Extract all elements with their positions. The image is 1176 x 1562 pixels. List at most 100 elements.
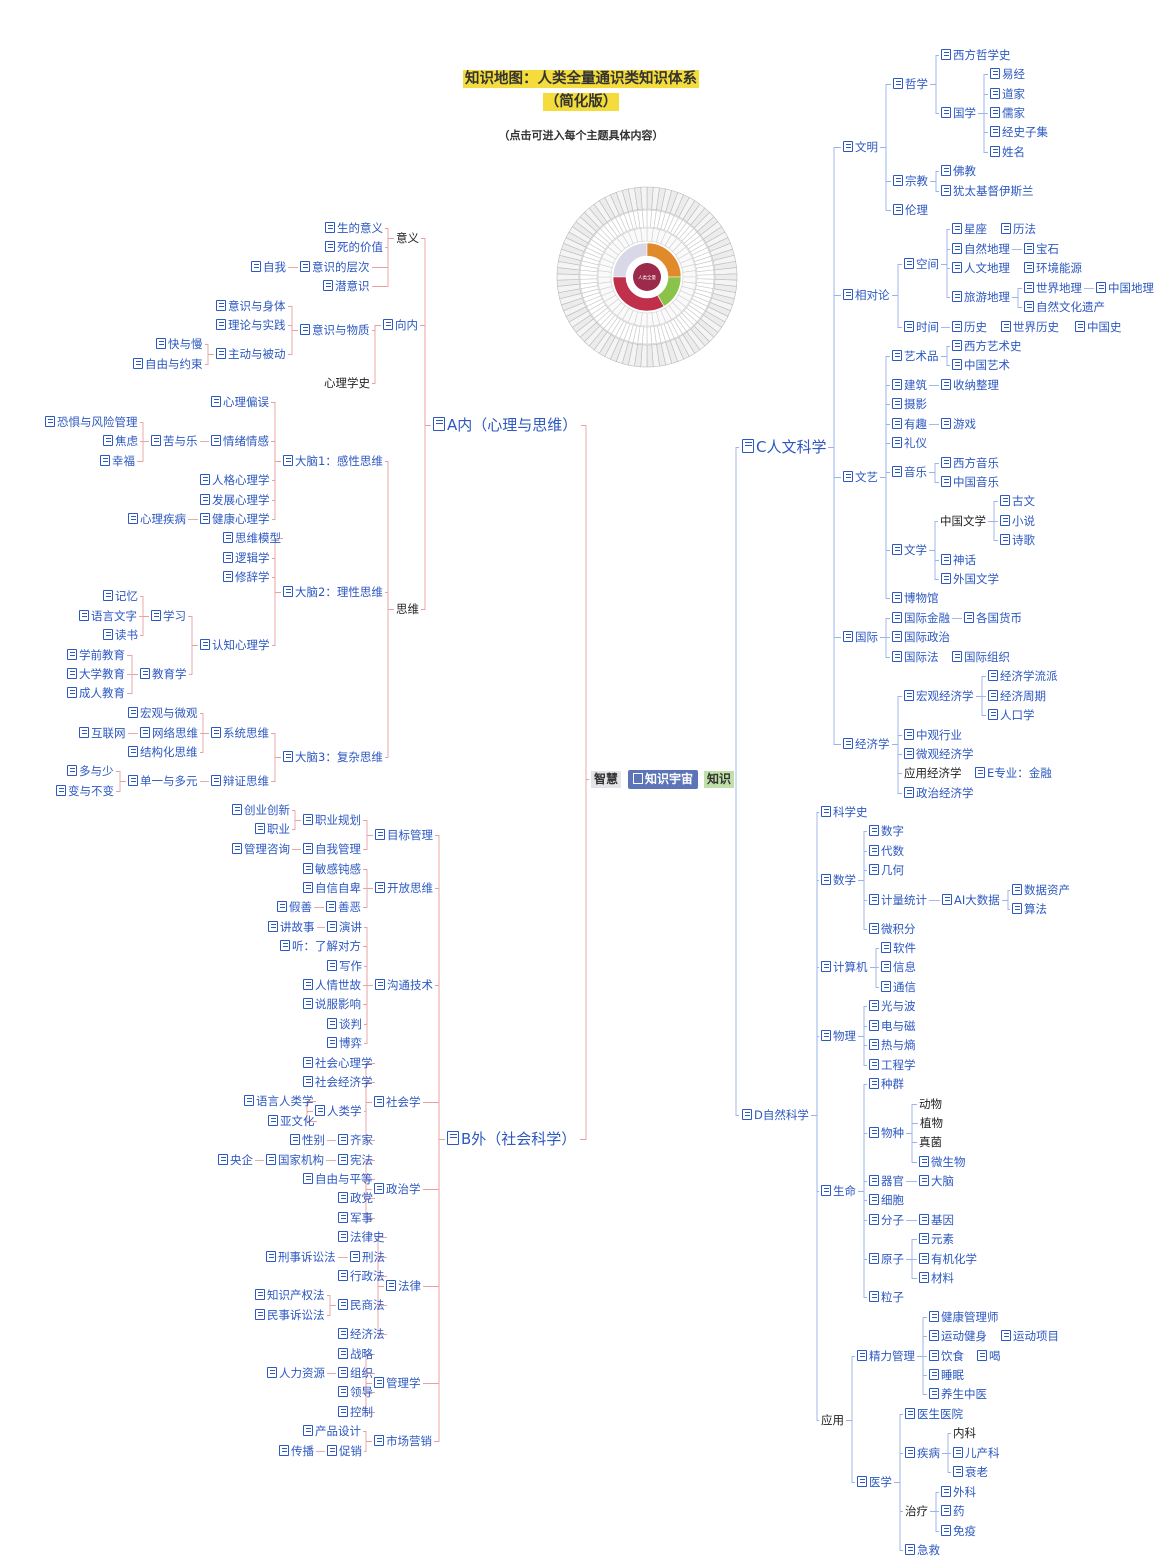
- topic-node[interactable]: 数字: [869, 824, 904, 839]
- topic-node[interactable]: 潜意识: [323, 279, 370, 294]
- topic-node[interactable]: 幸福: [100, 454, 135, 469]
- topic-node[interactable]: 疾病: [905, 1446, 940, 1461]
- topic-node[interactable]: 光与波: [869, 999, 916, 1014]
- topic-node[interactable]: 讲故事: [268, 920, 315, 935]
- topic-node[interactable]: 中国艺术: [952, 358, 1010, 373]
- topic-node[interactable]: 宏观经济学: [904, 689, 974, 704]
- topic-node[interactable]: 变与不变: [56, 784, 114, 799]
- topic-node[interactable]: 向内: [383, 318, 418, 333]
- topic-node[interactable]: 西方艺术史: [952, 339, 1022, 354]
- topic-node[interactable]: 自信自卑: [303, 881, 361, 896]
- topic-node[interactable]: 写作: [327, 959, 362, 974]
- topic-node[interactable]: 读书: [103, 628, 138, 643]
- topic-node[interactable]: 意识的层次: [300, 260, 370, 275]
- topic-node[interactable]: 情绪情感: [211, 434, 269, 449]
- topic-node[interactable]: 医生医院: [905, 1407, 963, 1422]
- topic-node[interactable]: 听：了解对方: [280, 939, 361, 954]
- topic-node[interactable]: 创业创新: [232, 803, 290, 818]
- topic-node[interactable]: 生的意义: [325, 221, 383, 236]
- topic-node[interactable]: 材料: [919, 1271, 954, 1286]
- topic-node[interactable]: 大学教育: [67, 667, 125, 682]
- topic-node[interactable]: 人情世故: [303, 978, 361, 993]
- topic-node[interactable]: 刑事诉讼法: [266, 1250, 336, 1265]
- topic-node[interactable]: 演讲: [327, 920, 362, 935]
- topic-node[interactable]: 分子: [869, 1213, 904, 1228]
- topic-node[interactable]: 亚文化: [268, 1114, 315, 1129]
- topic-node[interactable]: 组织: [338, 1366, 373, 1381]
- topic-node[interactable]: 恐惧与风险管理: [45, 415, 138, 430]
- topic-node[interactable]: 喝: [977, 1349, 1001, 1364]
- topic-node[interactable]: 军事: [338, 1211, 373, 1226]
- topic-node[interactable]: 神话: [941, 553, 976, 568]
- topic-node[interactable]: 生命: [821, 1184, 856, 1199]
- topic-node[interactable]: 自由与约束: [133, 357, 203, 372]
- topic-node[interactable]: 计算机: [821, 960, 868, 975]
- topic-node[interactable]: 西方哲学史: [941, 48, 1011, 63]
- topic-node[interactable]: 国家机构: [266, 1153, 324, 1168]
- topic-node[interactable]: 工程学: [869, 1058, 916, 1073]
- topic-node[interactable]: 旅游地理: [952, 290, 1010, 305]
- topic-node[interactable]: 历史: [952, 320, 987, 335]
- topic-node[interactable]: 领导: [338, 1385, 373, 1400]
- topic-node[interactable]: 社会心理学: [303, 1056, 373, 1071]
- topic-node[interactable]: 多与少: [67, 764, 114, 779]
- topic-node[interactable]: 传播: [279, 1444, 314, 1459]
- topic-node[interactable]: 微观经济学: [904, 747, 974, 762]
- topic-node[interactable]: 国学: [941, 106, 976, 121]
- topic-node[interactable]: 思维模型: [223, 531, 281, 546]
- right-root-knowledge[interactable]: 知识: [704, 771, 735, 788]
- topic-node[interactable]: 管理学: [374, 1376, 421, 1391]
- topic-node[interactable]: 逻辑学: [223, 551, 270, 566]
- topic-node[interactable]: 精力管理: [857, 1349, 915, 1364]
- topic-node[interactable]: 健康心理学: [200, 512, 270, 527]
- topic-node[interactable]: 中国音乐: [941, 475, 999, 490]
- topic-node[interactable]: 世界历史: [1001, 320, 1059, 335]
- topic-node[interactable]: 科学史: [821, 805, 868, 820]
- topic-node[interactable]: 各国货币: [964, 611, 1022, 626]
- topic-node[interactable]: 中国史: [1075, 320, 1122, 335]
- topic-node[interactable]: 社会学: [374, 1095, 421, 1110]
- topic-node[interactable]: 结构化思维: [128, 745, 198, 760]
- topic-node[interactable]: 博物馆: [892, 591, 939, 606]
- topic-node[interactable]: 快与慢: [156, 337, 203, 352]
- topic-node[interactable]: 说服影响: [303, 997, 361, 1012]
- topic-node[interactable]: 经济周期: [988, 689, 1046, 704]
- topic-node[interactable]: 人格心理学: [200, 473, 270, 488]
- topic-node[interactable]: 星座: [952, 222, 987, 237]
- topic-node[interactable]: 自然地理: [952, 242, 1010, 257]
- topic-node[interactable]: 经济学: [843, 737, 890, 752]
- topic-node[interactable]: 通信: [881, 980, 916, 995]
- topic-node[interactable]: 基因: [919, 1213, 954, 1228]
- topic-node[interactable]: 法律史: [338, 1230, 385, 1245]
- topic-node[interactable]: 姓名: [990, 145, 1025, 160]
- topic-node[interactable]: 免疫: [941, 1524, 976, 1539]
- topic-node[interactable]: 刑法: [350, 1250, 385, 1265]
- topic-node[interactable]: 电与磁: [869, 1019, 916, 1034]
- topic-node[interactable]: 修辞学: [223, 570, 270, 585]
- topic-node[interactable]: 道家: [990, 87, 1025, 102]
- topic-node[interactable]: 学习: [151, 609, 186, 624]
- topic-node[interactable]: 大脑1：感性思维: [283, 454, 383, 469]
- topic-node[interactable]: 网络思维: [140, 726, 198, 741]
- topic-node[interactable]: 发展心理学: [200, 493, 270, 508]
- topic-node[interactable]: C人文科学: [742, 438, 826, 457]
- topic-node[interactable]: 政治学: [374, 1182, 421, 1197]
- topic-node[interactable]: 经济法: [338, 1327, 385, 1342]
- topic-node[interactable]: 养生中医: [929, 1387, 987, 1402]
- topic-node[interactable]: 单一与多元: [128, 774, 198, 789]
- topic-node[interactable]: 算法: [1012, 902, 1047, 917]
- topic-node[interactable]: 文明: [843, 140, 878, 155]
- topic-node[interactable]: 齐家: [338, 1133, 373, 1148]
- topic-node[interactable]: 衰老: [953, 1465, 988, 1480]
- topic-node[interactable]: 宝石: [1024, 242, 1059, 257]
- topic-node[interactable]: 数学: [821, 873, 856, 888]
- topic-node[interactable]: 大脑: [919, 1174, 954, 1189]
- topic-node[interactable]: 文艺: [843, 470, 878, 485]
- topic-node[interactable]: 自由与平等: [303, 1172, 373, 1187]
- topic-node[interactable]: 控制: [338, 1405, 373, 1420]
- topic-node[interactable]: 苦与乐: [151, 434, 198, 449]
- topic-node[interactable]: 佛教: [941, 164, 976, 179]
- topic-node[interactable]: 伦理: [893, 203, 928, 218]
- topic-node[interactable]: 相对论: [843, 288, 890, 303]
- sunburst-thumbnail[interactable]: 人类全量: [556, 186, 738, 368]
